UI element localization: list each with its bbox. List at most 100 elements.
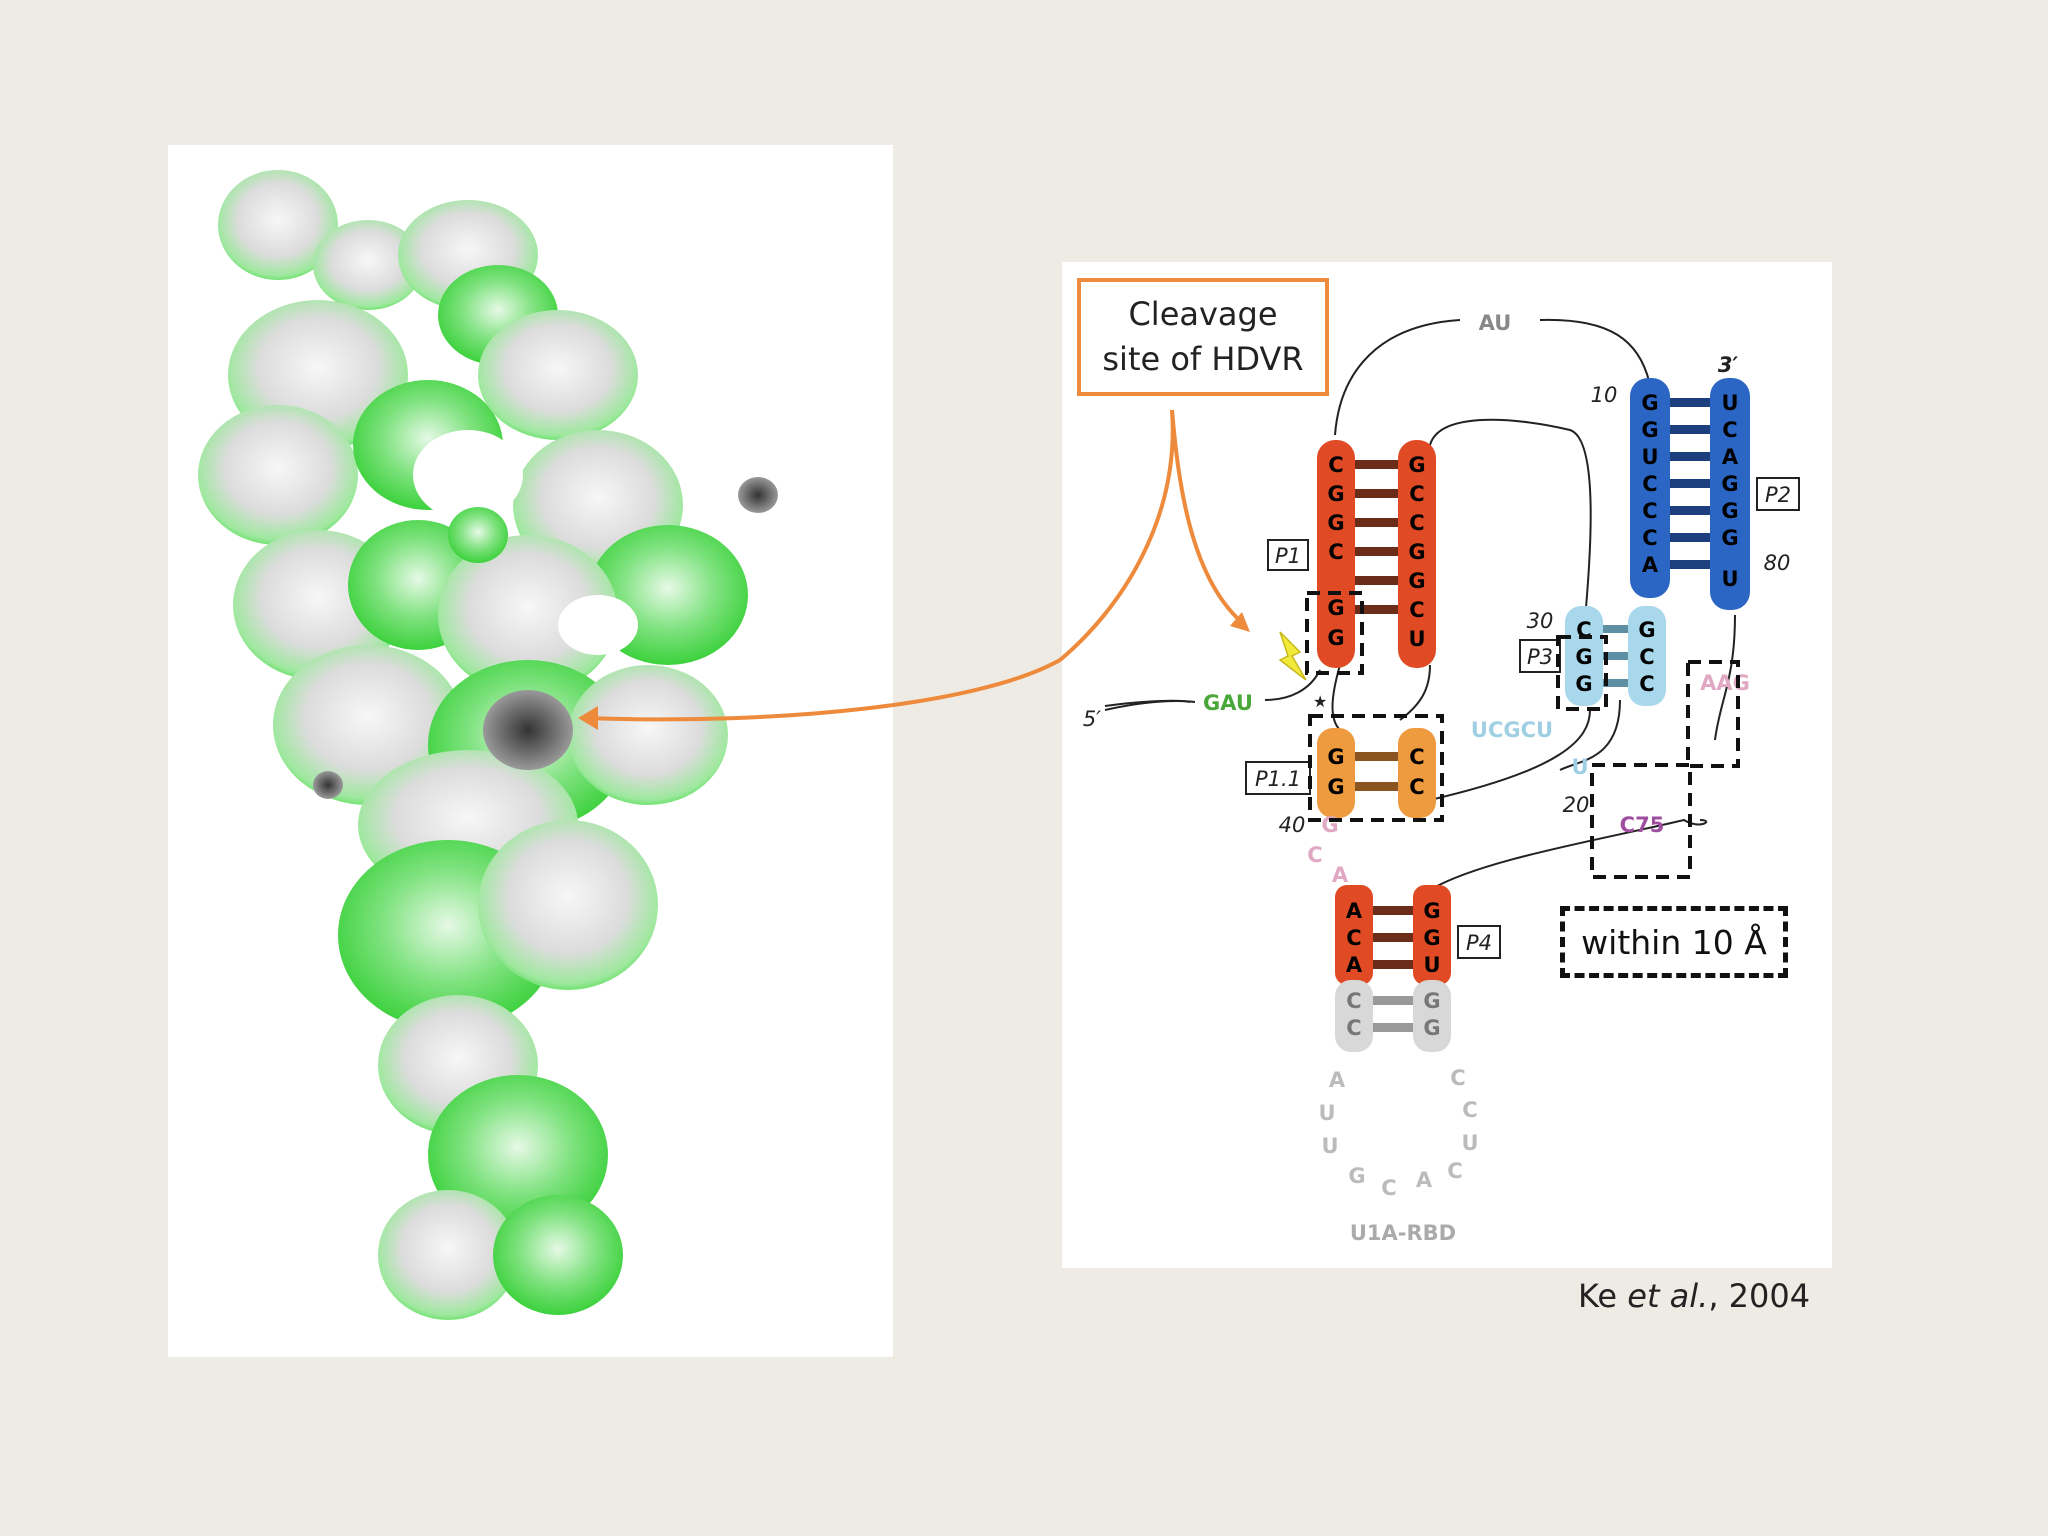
p1-base: G: [1327, 482, 1344, 506]
p2-base: A: [1642, 553, 1659, 577]
highlight-boxes: [1305, 591, 1740, 879]
number-30: 30: [1527, 609, 1554, 633]
star-icon: ★: [1313, 694, 1327, 711]
p4-base: U: [1423, 953, 1440, 977]
rna-surface-illustration: [198, 170, 778, 1320]
p1-base: C: [1409, 598, 1424, 622]
j-sequence: UCGCU: [1471, 718, 1553, 742]
p1-base: C: [1409, 511, 1424, 535]
top-loop: AU: [1479, 311, 1512, 335]
p4-base: C: [1346, 926, 1361, 950]
three-prime-end: 3′: [1718, 353, 1739, 377]
p2-base: A: [1722, 445, 1739, 469]
leader-sequence: GAU: [1203, 691, 1253, 715]
lightning-icon: [1278, 631, 1307, 681]
u1a-base: A: [1416, 1168, 1433, 1192]
p1-base: G: [1327, 511, 1344, 535]
citation-author: Ke: [1578, 1277, 1628, 1315]
p4-base: G: [1423, 1016, 1440, 1040]
c75-label: C75: [1620, 813, 1665, 837]
p1-base: G: [1408, 540, 1425, 564]
gca-c: C: [1307, 843, 1322, 867]
p2-base: U: [1641, 445, 1658, 469]
citation: Ke et al., 2004: [1578, 1277, 1810, 1315]
p2-base: C: [1642, 499, 1657, 523]
u1a-base: A: [1329, 1068, 1346, 1092]
p3-base: C: [1639, 672, 1654, 696]
proximity-box: within 10 Å: [1560, 906, 1788, 978]
p1-base: C: [1409, 482, 1424, 506]
proximity-label: within 10 Å: [1581, 922, 1767, 962]
position-numbers: 10 30 20 40 80 5′ 3′: [1083, 353, 1790, 837]
p1-1-base: C: [1409, 745, 1424, 769]
p2-base: G: [1641, 391, 1658, 415]
stem-p1: C G G C G G G C C G G C U P1: [1267, 440, 1436, 668]
cleavage-callout: Cleavage site of HDVR: [1077, 278, 1329, 396]
p1-base: G: [1327, 596, 1344, 620]
u1a-base: C: [1447, 1159, 1462, 1183]
p2-base: C: [1722, 418, 1737, 442]
arrowhead-icon: [1230, 612, 1250, 632]
p3-base: G: [1575, 672, 1592, 696]
p1-label: P1: [1275, 544, 1301, 568]
five-prime-end: 5′: [1083, 707, 1101, 731]
number-20: 20: [1563, 793, 1590, 817]
p1-1-label: P1.1: [1255, 767, 1301, 791]
p4-base: G: [1423, 899, 1440, 923]
number-80: 80: [1764, 551, 1791, 575]
p4-base: G: [1423, 989, 1440, 1013]
citation-year: , 2004: [1708, 1277, 1811, 1315]
p3-label: P3: [1527, 645, 1553, 669]
p2-base: U: [1721, 567, 1738, 591]
u1a-rbd-label: U1A-RBD: [1350, 1221, 1456, 1245]
p1-base: C: [1328, 540, 1343, 564]
p3-base: G: [1638, 618, 1655, 642]
number-10: 10: [1591, 383, 1618, 407]
p4-base: A: [1346, 953, 1363, 977]
p2-base: C: [1642, 526, 1657, 550]
stem-p2: G G U C C C A U C A G G G U P2: [1630, 378, 1800, 610]
citation-etal: et al.: [1627, 1277, 1709, 1315]
arrowhead-icon: [578, 706, 598, 730]
j-u: U: [1571, 755, 1588, 779]
surface-body: [198, 170, 778, 1320]
p4-base: C: [1346, 1016, 1361, 1040]
u1a-base: C: [1450, 1066, 1465, 1090]
p4-label: P4: [1466, 931, 1492, 955]
p4-base: G: [1423, 926, 1440, 950]
p1-1-base: G: [1327, 775, 1344, 799]
p4-base: A: [1346, 899, 1363, 923]
p1-base: G: [1408, 453, 1425, 477]
p1-1-base: G: [1327, 745, 1344, 769]
p3-base: C: [1639, 645, 1654, 669]
gca-g: G: [1321, 813, 1338, 837]
stem-p1-1: G G C C P1.1: [1245, 728, 1436, 818]
u1a-base: G: [1348, 1164, 1365, 1188]
p1-base: G: [1408, 569, 1425, 593]
callout-arrow: [584, 409, 1247, 722]
number-40: 40: [1279, 813, 1306, 837]
p2-label: P2: [1765, 483, 1791, 507]
p2-base: G: [1721, 472, 1738, 496]
p2-base: G: [1721, 526, 1738, 550]
p1-1-base: C: [1409, 775, 1424, 799]
molecular-surface-image: [168, 145, 893, 1357]
u1a-base: U: [1461, 1131, 1478, 1155]
p1-base: C: [1328, 453, 1343, 477]
l-a1: AAG: [1700, 671, 1750, 695]
p2-base: C: [1642, 472, 1657, 496]
u1a-base: C: [1381, 1176, 1396, 1200]
p2-base: U: [1721, 391, 1738, 415]
p2-base: G: [1641, 418, 1658, 442]
callout-line-1: Cleavage: [1128, 295, 1278, 333]
u1a-base: U: [1321, 1134, 1338, 1158]
p1-base: G: [1327, 626, 1344, 650]
p1-base: U: [1408, 627, 1425, 651]
stem-p4: A C A C C G G U G G P4: [1335, 885, 1501, 1052]
gca-a: A: [1332, 863, 1349, 887]
p2-base: G: [1721, 499, 1738, 523]
u1a-base: U: [1318, 1101, 1335, 1125]
u1a-base: C: [1462, 1098, 1477, 1122]
p4-base: C: [1346, 989, 1361, 1013]
